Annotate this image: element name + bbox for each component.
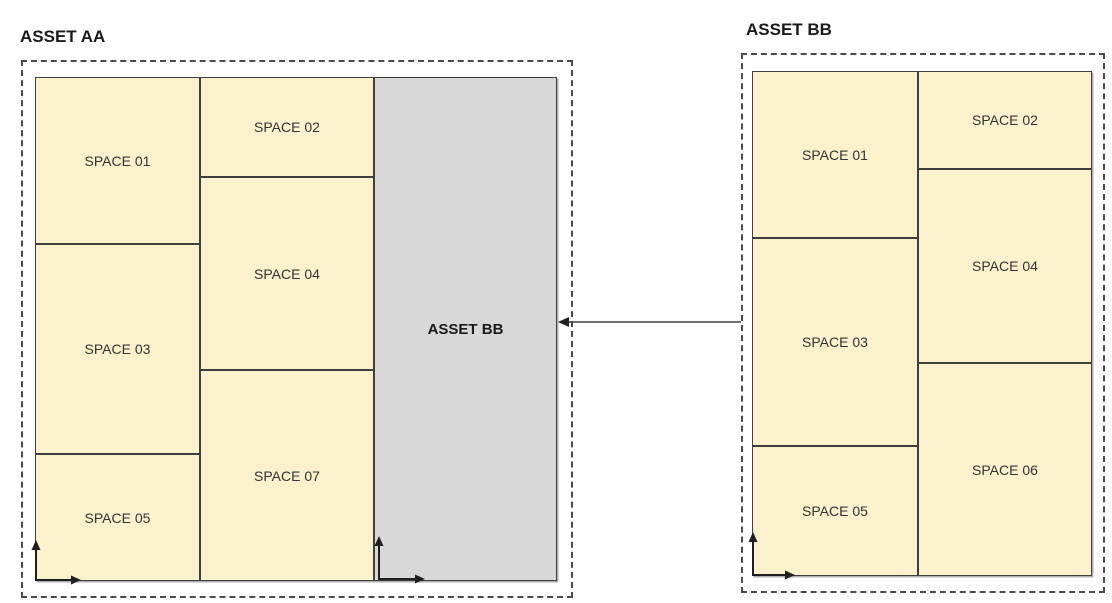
- space-label: SPACE 03: [802, 334, 868, 350]
- space-label: SPACE 04: [254, 265, 320, 282]
- asset-aa-embedded-asset-bb: ASSET BB: [374, 77, 557, 581]
- asset-aa-space-07: SPACE 07: [200, 370, 374, 581]
- space-label: SPACE 07: [254, 467, 320, 484]
- asset-bb-title: ASSET BB: [746, 20, 832, 39]
- asset-bb-space-03: SPACE 03: [752, 238, 918, 446]
- space-label: SPACE 01: [802, 146, 868, 163]
- asset-aa-space-03: SPACE 03: [35, 244, 200, 454]
- asset-bb-space-02: SPACE 02: [918, 71, 1092, 169]
- asset-bb-space-04: SPACE 04: [918, 169, 1092, 363]
- space-label: SPACE 05: [802, 503, 868, 519]
- space-label: SPACE 04: [972, 258, 1038, 274]
- asset-aa-space-04: SPACE 04: [200, 177, 374, 370]
- asset-bb-space-01: SPACE 01: [752, 71, 918, 238]
- space-label: SPACE 02: [254, 119, 320, 135]
- asset-aa-boundary: [21, 60, 573, 598]
- space-label: SPACE 02: [972, 112, 1038, 128]
- embedded-asset-label: ASSET BB: [427, 320, 504, 338]
- asset-aa-space-01: SPACE 01: [35, 77, 200, 244]
- asset-aa-title: ASSET AA: [20, 27, 106, 46]
- asset-bb-space-06: SPACE 06: [918, 363, 1092, 576]
- space-label: SPACE 05: [84, 509, 151, 526]
- space-label: SPACE 06: [972, 461, 1038, 478]
- arrow-left-icon: [558, 317, 741, 327]
- space-label: SPACE 01: [84, 152, 151, 169]
- asset-bb-boundary: [741, 53, 1105, 593]
- asset-aa-space-02: SPACE 02: [200, 77, 374, 177]
- asset-aa-space-05: SPACE 05: [35, 454, 200, 581]
- asset-bb-space-05: SPACE 05: [752, 446, 918, 576]
- space-label: SPACE 03: [84, 341, 151, 357]
